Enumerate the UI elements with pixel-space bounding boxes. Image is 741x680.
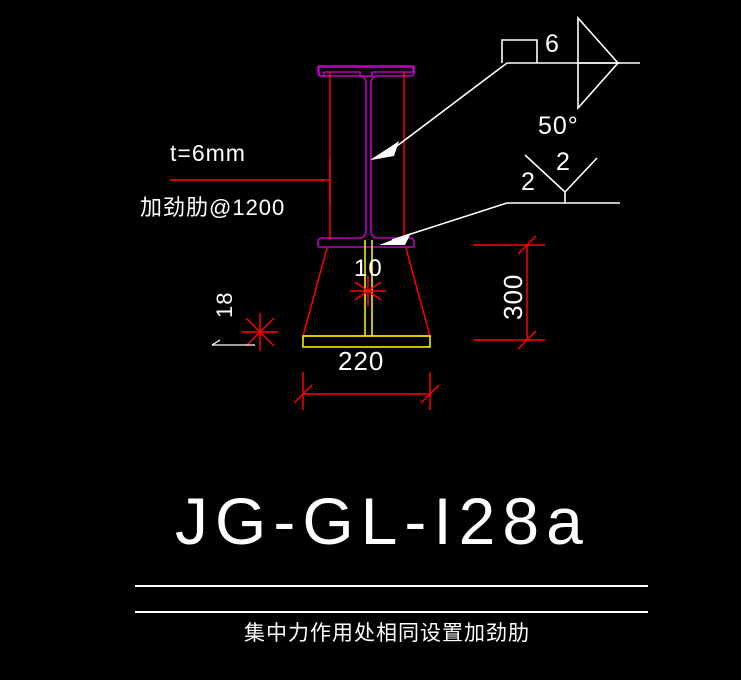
groove-weld-leader [391, 202, 508, 241]
groove-weld-size-label: 2 [556, 148, 571, 176]
title-underlines [135, 585, 648, 613]
groove-weld-angle-label: 50° [538, 112, 579, 140]
stiffener-note: 加劲肋@1200 [140, 195, 286, 220]
top-flange-profile-right [370, 66, 415, 232]
bolt-mark-leader [211, 339, 255, 346]
i-beam-section [317, 65, 415, 248]
haunch-left-side [302, 247, 328, 337]
top-flange-profile-left [317, 66, 367, 232]
dim-300-tick-bottom [517, 330, 537, 350]
bottom-flange-profile-right [370, 231, 415, 247]
dim-300-tick-top [517, 235, 537, 255]
v-groove-weld-symbol-group [391, 154, 620, 241]
weld-point-marker-left [242, 313, 278, 351]
fillet-weld-leader [384, 62, 508, 156]
dimension-300-label: 300 [498, 273, 528, 320]
drawing-caption: 集中力作用处相同设置加劲肋 [244, 622, 530, 645]
groove-weld-root-gap-label: 2 [521, 168, 536, 196]
weld-point-marker-haunch [350, 276, 386, 306]
base-plate [302, 335, 431, 348]
top-flange [318, 66, 414, 77]
fillet-weld-glyph [501, 39, 538, 63]
plate-thickness-label: 10 [354, 255, 383, 282]
fillet-weld-size-label: 6 [545, 30, 560, 58]
dim-220-tick-right [420, 384, 440, 404]
drawing-title: JG-GL-I28a [175, 484, 590, 558]
groove-weld-arrowhead [379, 233, 411, 245]
fillet-weld-arrowhead-solid [371, 141, 399, 160]
haunch-right-side [405, 247, 431, 337]
thickness-note: t=6mm [170, 140, 246, 166]
fillet-weld-symbol-group [384, 15, 640, 156]
bottom-flange-profile-left [317, 231, 367, 247]
dim-220-tick-left [293, 384, 313, 404]
dimension-220 [293, 372, 440, 410]
dimension-300 [473, 235, 545, 350]
dimension-220-label: 220 [338, 346, 385, 376]
bolt-mark-label: 18 [212, 291, 237, 318]
